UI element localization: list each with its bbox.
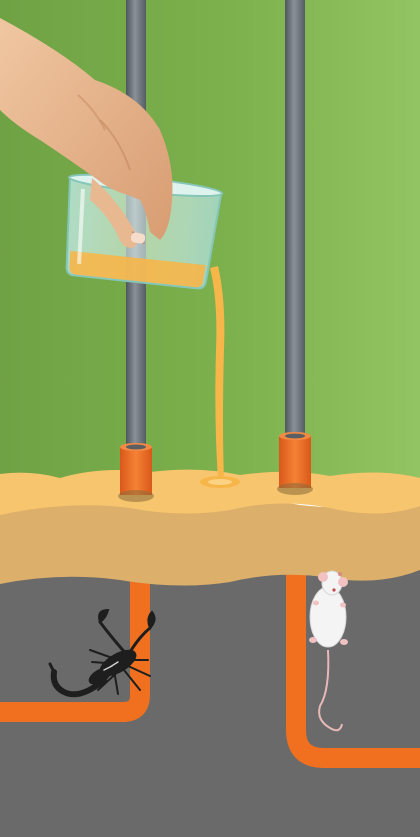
orange-sleeve-left-icon: [118, 443, 154, 502]
orange-sleeve-right-icon: [277, 432, 313, 495]
rebar-right-icon: [285, 0, 305, 440]
